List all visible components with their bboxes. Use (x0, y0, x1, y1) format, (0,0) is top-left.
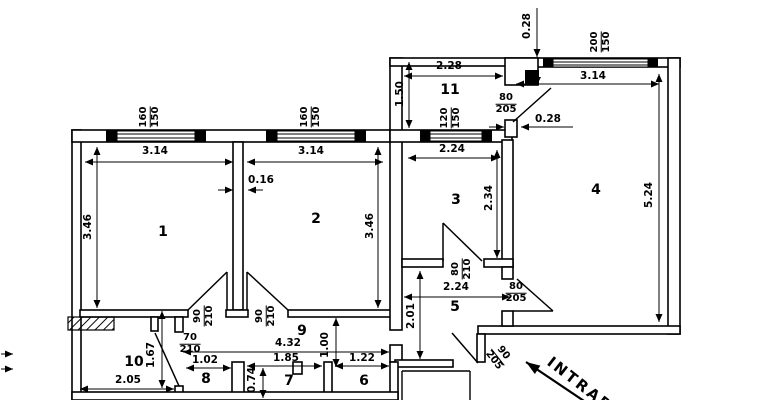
dim-room10-width: 2.05 (115, 373, 141, 386)
dim-room4-width: 3.14 (580, 69, 606, 82)
door-size-room10-width: 70 (183, 331, 197, 343)
door-size-room1: 90 210 (191, 305, 216, 327)
window-size-room2: 160 150 (298, 106, 323, 128)
dim-room10-height: 1.67 (144, 342, 157, 368)
dim-corridor-length: 4.32 (275, 336, 301, 349)
windows (106, 58, 658, 142)
window-jambs (106, 58, 658, 142)
dim-corridor-width: 1.00 (318, 332, 331, 358)
dim-wall-top: 0.28 (520, 13, 533, 39)
door-size-room10: 70 210 (179, 331, 201, 356)
entrance-arrow (525, 361, 585, 400)
door-size-room2-width: 90 (253, 309, 265, 323)
room-6-number: 6 (359, 373, 369, 389)
window-size-room2-height: 150 (310, 106, 323, 128)
dim-room6-width: 1.22 (349, 351, 375, 364)
dimension-lines (1, 8, 663, 398)
door-size-room2-height: 210 (265, 305, 278, 327)
dim-room8-width: 1.02 (192, 353, 218, 366)
window-size-room1-height: 150 (149, 106, 162, 128)
window-size-room4-width: 200 (588, 31, 600, 53)
entry-landing (401, 370, 471, 400)
dim-room4-height: 5.24 (642, 182, 655, 208)
room-7-number: 7 (284, 373, 294, 389)
dim-partition: 0.16 (248, 173, 274, 186)
dim-room1-height: 3.46 (81, 214, 94, 240)
dim-wall-pillar: 0.28 (535, 112, 561, 125)
hatched-flue-block (67, 316, 115, 331)
door-size-room4-height: 205 (505, 292, 527, 304)
room-9-number: 9 (297, 323, 307, 339)
room-1-number: 1 (158, 224, 168, 240)
room-8-number: 8 (201, 371, 211, 387)
door-size-room1-height: 210 (203, 305, 216, 327)
window-size-room3-width: 120 (438, 107, 450, 129)
dim-room3-height: 2.34 (482, 185, 495, 211)
room-10-number: 10 (124, 354, 144, 370)
dim-room11-width: 2.28 (436, 59, 462, 72)
window-size-room1: 160 150 (137, 106, 162, 128)
dim-room2-width: 3.14 (298, 144, 324, 157)
dim-room3-width: 2.24 (439, 142, 465, 155)
door-size-room3: 80 210 (449, 258, 474, 280)
room-2-number: 2 (311, 211, 321, 227)
window-size-room1-width: 160 (137, 106, 149, 128)
door-size-balcony: 80 205 (495, 91, 517, 116)
dim-room5-height: 2.01 (404, 303, 417, 329)
door-size-room3-width: 80 (449, 262, 461, 276)
door-size-room4-width: 80 (509, 280, 523, 292)
door-size-room4: 80 205 (505, 280, 527, 305)
dim-room1-width: 3.14 (142, 144, 168, 157)
door-size-room3-height: 210 (461, 258, 474, 280)
dim-niche-depth: 0.74 (245, 367, 258, 393)
dim-room2-height: 3.46 (363, 213, 376, 239)
door-size-room1-width: 90 (191, 309, 203, 323)
window-size-room3-height: 150 (450, 107, 463, 129)
room-11-number: 11 (440, 82, 460, 98)
window-size-room4: 200 150 (588, 31, 613, 53)
room-3-number: 3 (451, 192, 461, 208)
dim-room7-width: 1.85 (273, 351, 299, 364)
door-size-room2: 90 210 (253, 305, 278, 327)
room-5-number: 5 (450, 299, 460, 315)
dim-room11-height: 1.50 (393, 81, 406, 107)
window-size-room2-width: 160 (298, 106, 310, 128)
door-size-room10-height: 210 (179, 343, 201, 355)
room-4-number: 4 (591, 182, 601, 198)
window-size-room4-height: 150 (600, 31, 613, 53)
dim-room5-width: 2.24 (443, 280, 469, 293)
door-size-balcony-width: 80 (499, 91, 513, 103)
door-size-balcony-height: 205 (495, 103, 517, 115)
door-swings (154, 87, 554, 387)
window-size-room3: 120 150 (438, 107, 463, 129)
